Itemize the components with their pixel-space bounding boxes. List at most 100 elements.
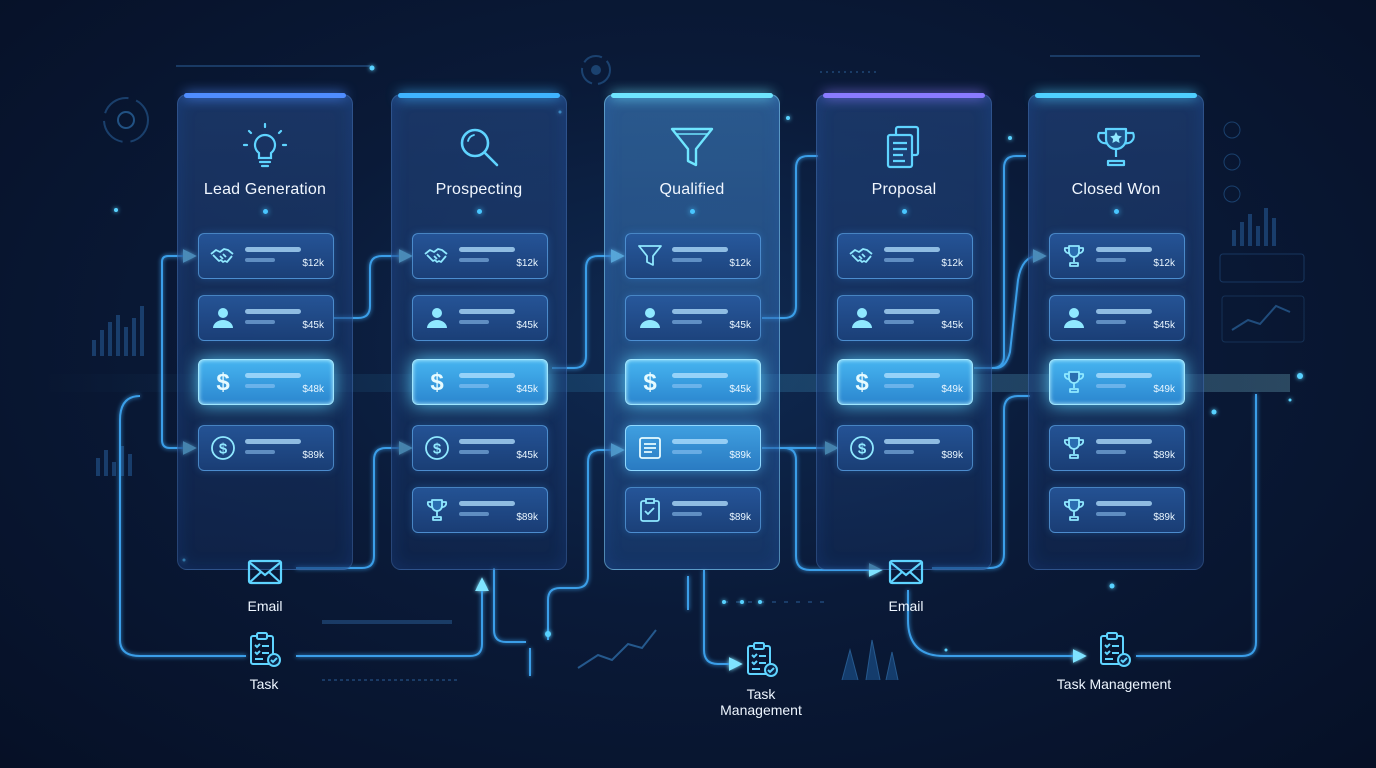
placeholder-bar <box>672 501 728 506</box>
deal-card[interactable]: $45k <box>198 295 334 341</box>
deal-amount: $45k <box>516 384 538 395</box>
clipboard-check-icon <box>1094 630 1134 670</box>
placeholder-bar <box>459 258 489 262</box>
placeholder-bar <box>459 247 515 252</box>
placeholder-bar <box>884 384 914 388</box>
deal-card[interactable]: $45k <box>837 295 973 341</box>
svg-text:$: $ <box>858 441 867 458</box>
deal-amount: $45k <box>516 320 538 331</box>
deal-card[interactable]: $89k <box>412 487 548 533</box>
svg-text:$: $ <box>430 369 444 396</box>
deal-card[interactable]: $ $45k <box>412 359 548 405</box>
deal-card[interactable]: $45k <box>1049 295 1185 341</box>
deal-card[interactable]: $ $49k <box>837 359 973 405</box>
dollar-icon: $ <box>423 368 451 396</box>
task-label: Task <box>249 676 279 692</box>
stage-title: Closed Won <box>1071 181 1161 198</box>
deal-card[interactable]: $12k <box>1049 233 1185 279</box>
deal-card[interactable]: $12k <box>625 233 761 279</box>
clipboard-check-icon <box>741 640 781 680</box>
deal-card[interactable]: $$48k <box>198 359 334 405</box>
placeholder-bar <box>672 439 728 444</box>
deal-card[interactable]: $$45k <box>412 425 548 471</box>
placeholder-bar <box>245 373 301 378</box>
trophy-icon <box>1060 368 1088 396</box>
stage-column-lead-generation: Lead Generation $12k$45k$$48k$$89k <box>177 93 353 570</box>
deal-card[interactable]: $12k <box>837 233 973 279</box>
deal-card[interactable]: $12k <box>412 233 548 279</box>
deal-card[interactable]: $ $89k <box>837 425 973 471</box>
deal-card[interactable]: $$89k <box>198 425 334 471</box>
placeholder-bar <box>245 384 275 388</box>
deal-amount: $12k <box>516 258 538 269</box>
placeholder-bar <box>884 450 914 454</box>
deal-card[interactable]: $89k <box>1049 487 1185 533</box>
deal-amount: $45k <box>941 320 963 331</box>
bg-bar-chart-left <box>92 306 144 476</box>
dollar-circle-icon: $ <box>209 434 237 462</box>
trophy-icon <box>423 496 451 524</box>
placeholder-bar <box>459 320 489 324</box>
user-icon <box>1060 304 1088 332</box>
envelope-icon <box>886 552 926 592</box>
placeholder-bar <box>459 512 489 516</box>
dollar-icon: $ <box>848 368 876 396</box>
user-icon <box>848 304 876 332</box>
placeholder-bar <box>672 373 728 378</box>
user-icon <box>209 304 237 332</box>
placeholder-bar <box>1096 258 1126 262</box>
deal-card[interactable]: $ $45k <box>625 359 761 405</box>
placeholder-bar <box>245 320 275 324</box>
email-label: Email <box>888 598 924 614</box>
stage-column-proposal: Proposal $12k$45k$$49k$$89k <box>816 93 992 570</box>
task-management-node[interactable]: Task Management <box>706 640 816 718</box>
placeholder-bar <box>1096 247 1152 252</box>
deal-amount: $89k <box>729 450 751 461</box>
deal-card[interactable]: $45k <box>412 295 548 341</box>
email-node[interactable]: Email <box>230 552 300 614</box>
placeholder-bar <box>672 320 702 324</box>
documents-icon <box>878 121 930 173</box>
deal-card[interactable]: $12k <box>198 233 334 279</box>
deal-card[interactable]: $89k <box>1049 425 1185 471</box>
email-node[interactable]: Email <box>871 552 941 614</box>
user-icon <box>423 304 451 332</box>
task-management-label: Task Management <box>720 686 802 718</box>
stage-indicator-dot <box>901 209 907 214</box>
placeholder-bar <box>1096 512 1126 516</box>
dollar-circle-icon: $ <box>423 434 451 462</box>
deal-amount: $12k <box>729 258 751 269</box>
deal-card[interactable]: $89k <box>625 487 761 533</box>
placeholder-bar <box>1096 320 1126 324</box>
handshake-icon <box>848 242 876 270</box>
placeholder-bar <box>672 247 728 252</box>
email-label: Email <box>247 598 283 614</box>
placeholder-bar <box>459 373 515 378</box>
deal-card[interactable]: $49k <box>1049 359 1185 405</box>
placeholder-bar <box>672 450 702 454</box>
deal-amount: $45k <box>729 384 751 395</box>
deal-amount: $89k <box>941 450 963 461</box>
placeholder-bar <box>672 512 702 516</box>
handshake-icon <box>209 242 237 270</box>
placeholder-bar <box>1096 439 1152 444</box>
deal-card[interactable]: $89k <box>625 425 761 471</box>
task-management-label: Task Management <box>1056 676 1172 692</box>
task-management-node[interactable]: Task Management <box>1044 630 1184 692</box>
placeholder-bar <box>459 309 515 314</box>
placeholder-bar <box>884 247 940 252</box>
deal-amount: $89k <box>1153 450 1175 461</box>
placeholder-bar <box>1096 384 1126 388</box>
dollar-icon: $ <box>636 368 664 396</box>
deal-card[interactable]: $45k <box>625 295 761 341</box>
placeholder-bar <box>884 309 940 314</box>
placeholder-bar <box>884 439 940 444</box>
handshake-icon <box>423 242 451 270</box>
stage-column-closed-won: Closed Won $12k $45k $49k $89k $89k <box>1028 93 1204 570</box>
deal-amount: $89k <box>729 512 751 523</box>
task-node[interactable]: Task <box>229 630 299 692</box>
deal-amount: $49k <box>941 384 963 395</box>
svg-text:$: $ <box>643 369 657 396</box>
svg-text:$: $ <box>219 441 228 458</box>
document-icon <box>636 434 664 462</box>
